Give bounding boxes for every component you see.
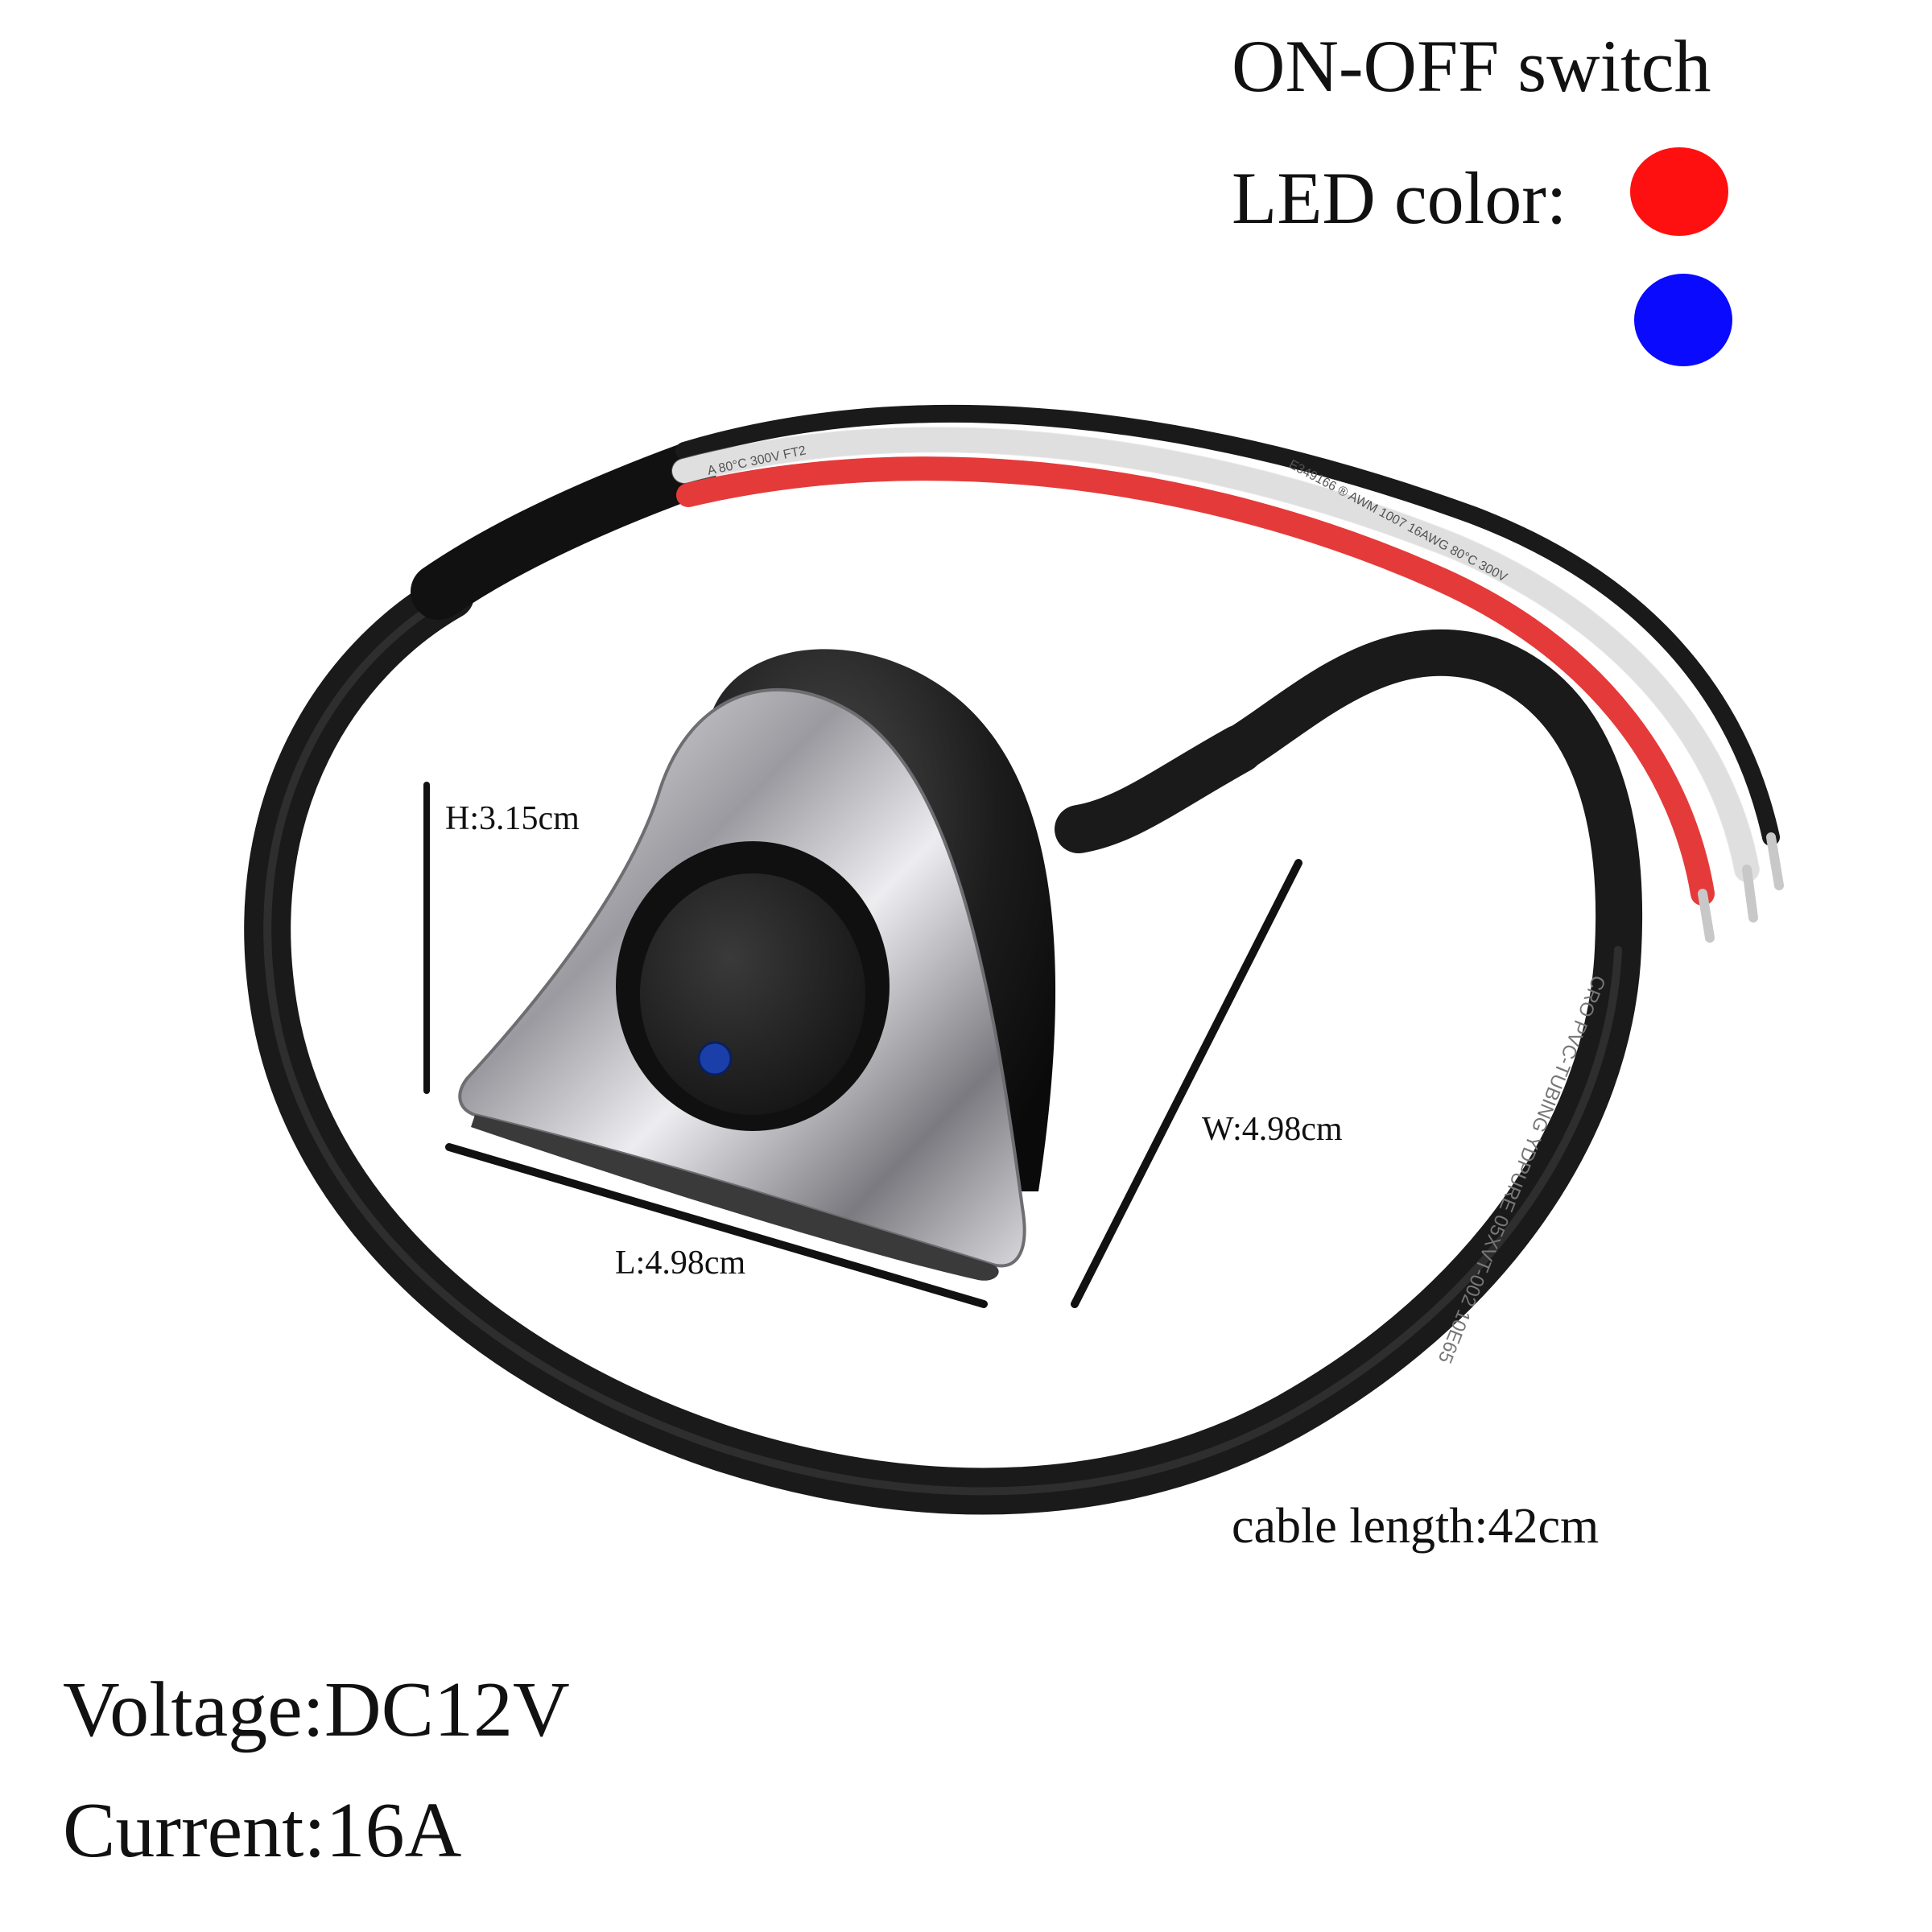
- height-dimension-label: H:3.15cm: [445, 800, 580, 837]
- width-dimension-label: W:4.98cm: [1202, 1111, 1343, 1148]
- length-dimension-label: L:4.98cm: [615, 1245, 746, 1282]
- current-spec: Current:16A: [63, 1787, 462, 1874]
- led-color-label: LED color:: [1232, 157, 1567, 239]
- voltage-spec: Voltage:DC12V: [63, 1666, 570, 1753]
- cable-length-label: cable length:42cm: [1232, 1499, 1600, 1554]
- white-wire: [672, 427, 1759, 881]
- rocker-button: [640, 873, 865, 1115]
- red-wire: [676, 456, 1715, 906]
- cable-print-loop: CRO PVC-TUBING YDPURE 05XVT-002 10E65: [1434, 972, 1610, 1367]
- black-wire: [675, 404, 1780, 846]
- length-dimension-line: [445, 1143, 988, 1308]
- red-led-color-swatch: [1630, 147, 1728, 236]
- blue-led-color-swatch: [1634, 274, 1732, 366]
- indicator-led: [697, 1041, 733, 1076]
- width-dimension-line: [1071, 859, 1302, 1308]
- product-title: ON-OFF switch: [1232, 25, 1711, 107]
